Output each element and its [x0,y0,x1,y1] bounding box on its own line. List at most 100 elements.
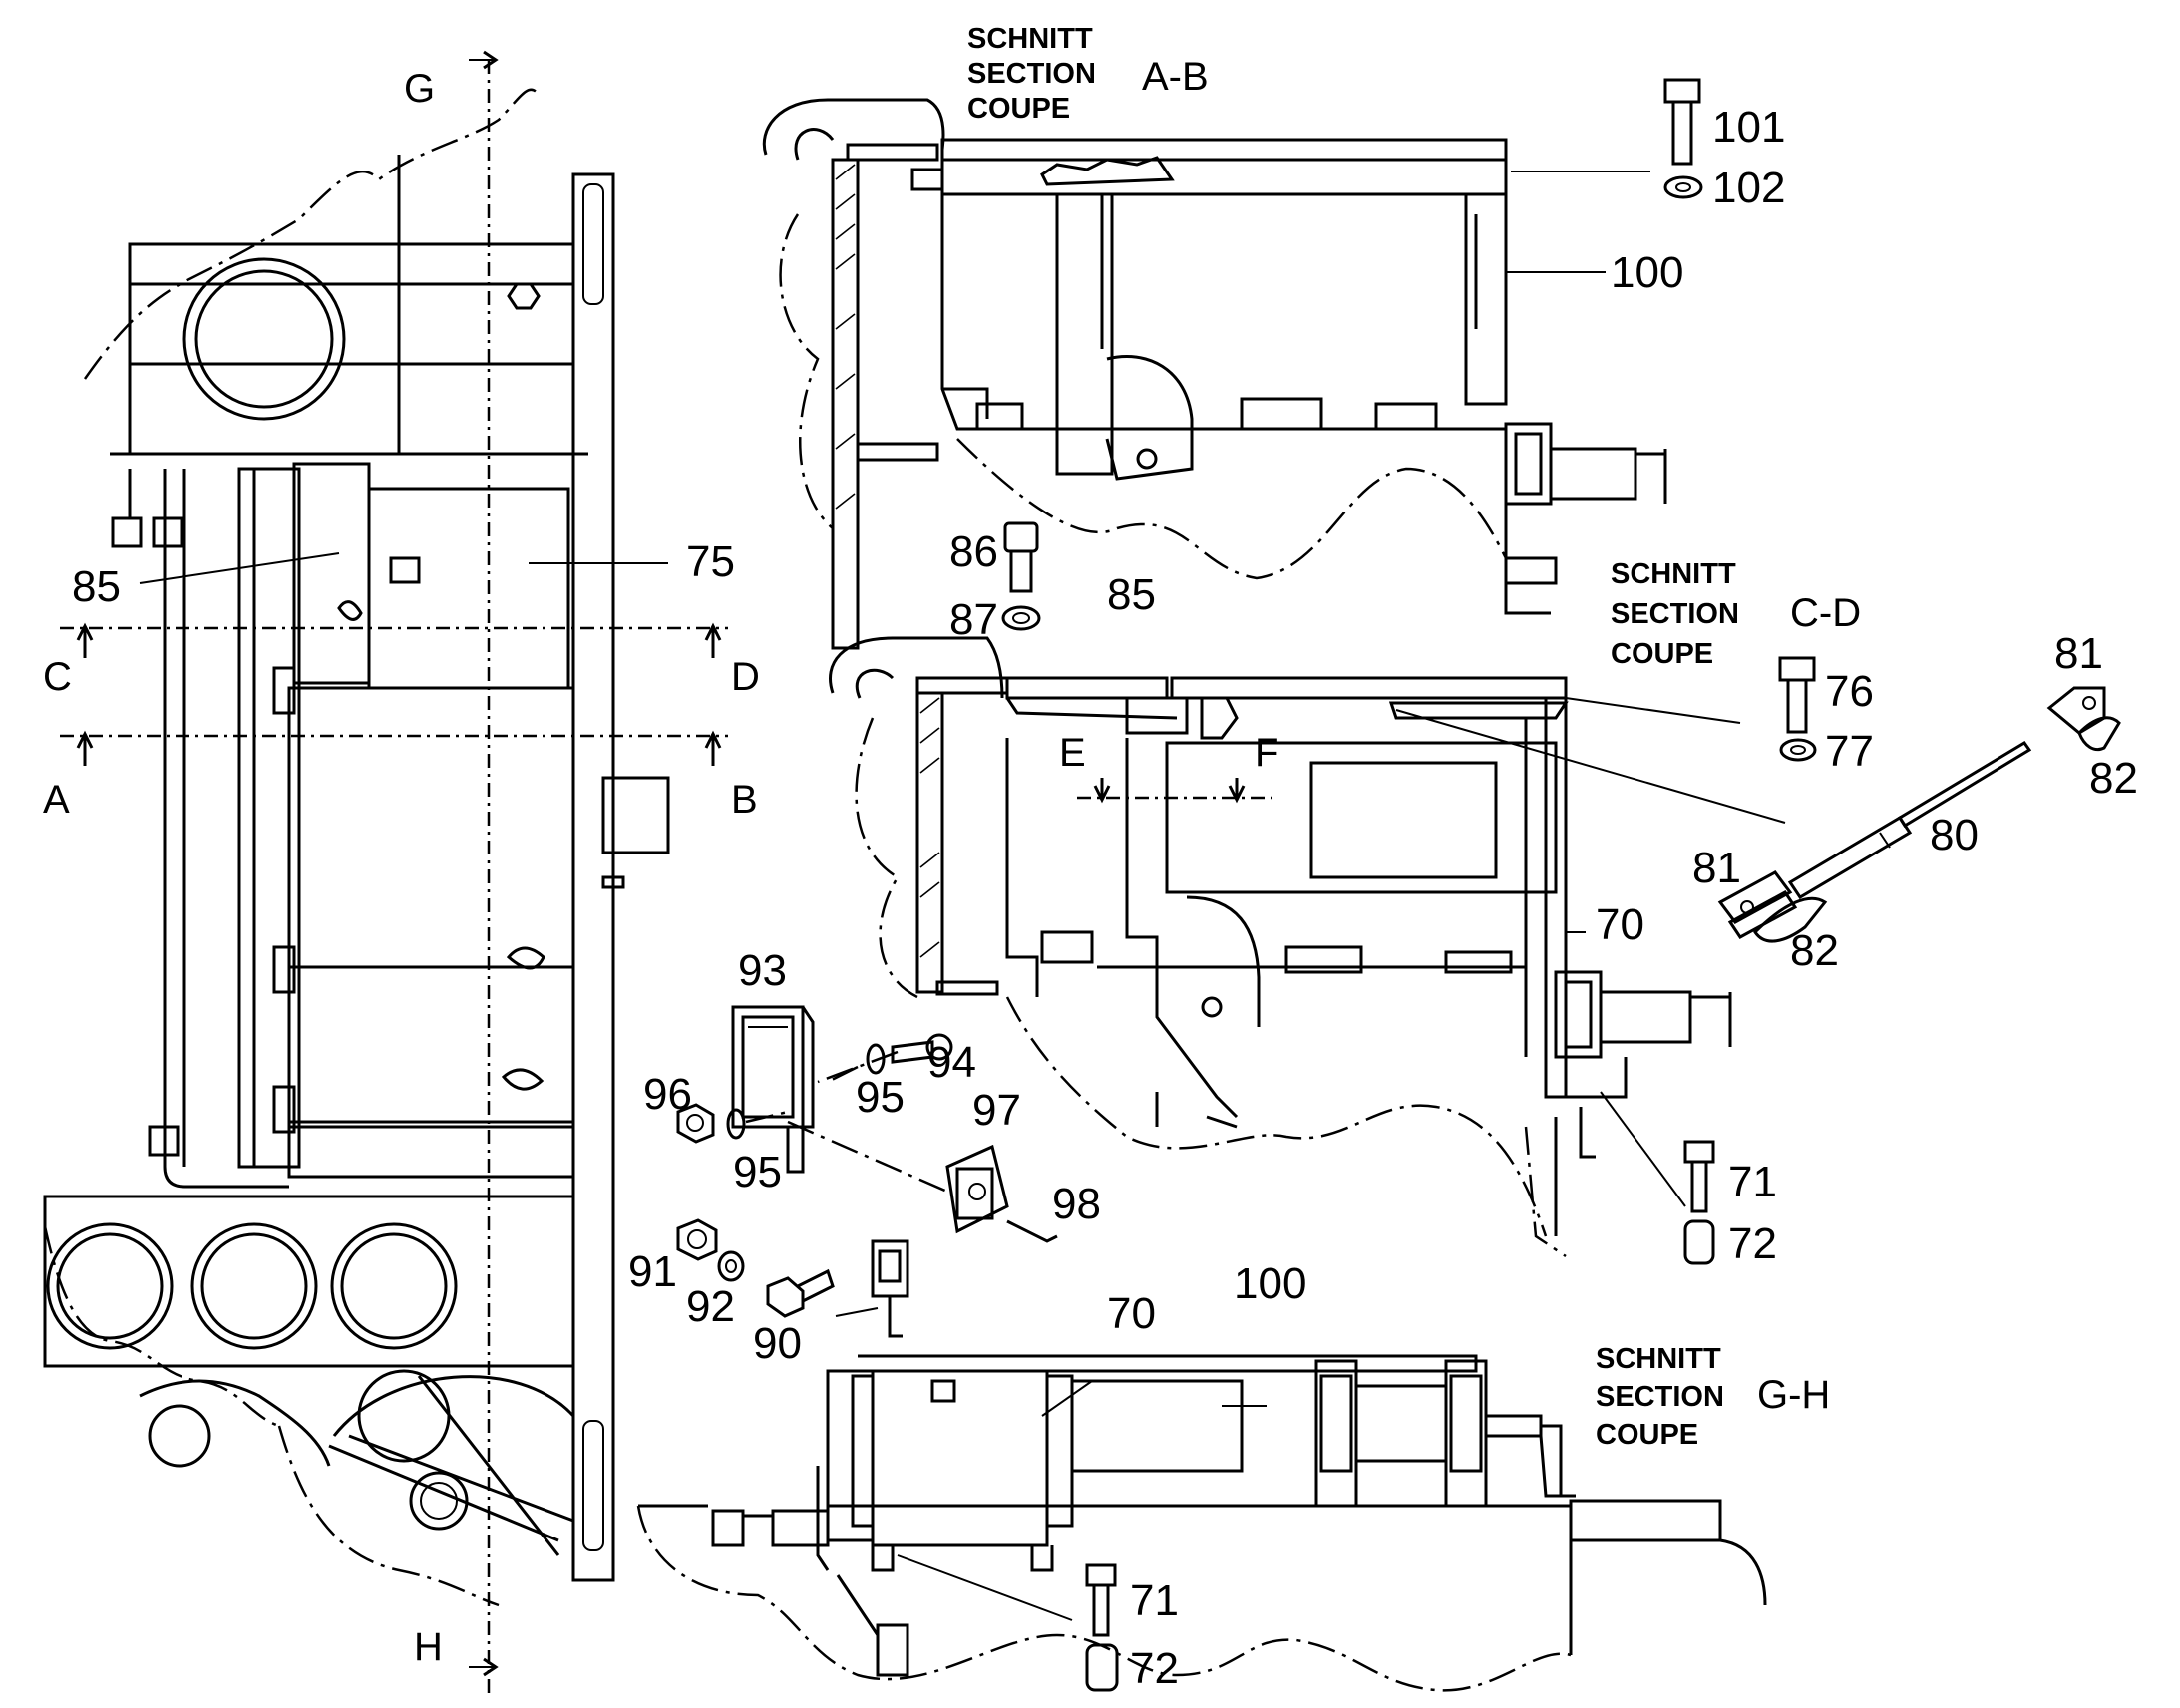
section-letter-a: A [43,778,70,822]
port-3 [330,1222,458,1350]
callout-91: 91 [628,1247,677,1296]
section-letter-g: G [404,67,435,111]
blower-opening [182,257,346,421]
clip-82-top [2077,716,2121,752]
latch-assembly [871,1239,909,1338]
section-letter-f: F [1255,731,1278,775]
break-line-top-left [83,88,541,380]
callout-70-cd: 70 [1596,900,1644,949]
panel-85 [292,462,371,685]
section-letter-b: B [731,778,758,822]
clevis-81-top [2046,686,2106,735]
callout-77: 77 [1825,727,1874,776]
hardware-parts [676,1005,1058,1338]
callout-81-top: 81 [2054,629,2103,678]
washer-95-b [726,1108,746,1140]
section-ab-id: A-B [1142,55,1209,99]
section-gh-id: G-H [1757,1373,1830,1417]
screw-86 [1003,521,1039,593]
callout-85-cd: 85 [1107,570,1156,619]
callout-87: 87 [949,595,998,644]
section-letter-d: D [731,655,760,699]
nut-96 [676,1103,715,1144]
callout-100-ab: 100 [1611,248,1683,297]
section-ab-line-2: SECTION [967,58,1096,90]
section-heading-gh: SCHNITT SECTION COUPE G-H [1596,1343,1830,1451]
washer-87 [1001,605,1041,631]
section-heading-ab: SCHNITT SECTION COUPE A-B [967,23,1209,125]
washer-102 [1663,175,1703,199]
bolt-94 [891,1033,953,1064]
cover-93 [731,1005,815,1129]
port-2 [190,1222,318,1350]
bracket-97 [945,1144,1009,1234]
callout-92: 92 [686,1282,735,1331]
callout-90: 90 [753,1319,802,1368]
washer-95-a [866,1043,886,1075]
cd-lid-85 [1005,676,1169,700]
section-cd-id: C-D [1790,591,1861,635]
section-gh-line-1: SCHNITT [1596,1343,1721,1375]
gas-strut-80 [1787,741,2032,900]
port-1 [46,1222,174,1350]
section-ab-view [762,78,1703,650]
ab-upper-frame [940,138,1508,196]
gh-box-70 [871,1369,1049,1547]
section-cd-line-3: COUPE [1611,638,1713,670]
section-letter-e: E [1059,731,1086,775]
ab-cover-100 [1464,192,1508,406]
callout-75: 75 [686,537,735,586]
callout-85-left: 85 [72,562,121,611]
nut-91 [676,1218,718,1261]
callout-82-top: 82 [2089,754,2138,803]
callout-100-gh: 100 [1234,1259,1306,1308]
lower-housing [43,1195,575,1368]
callout-71-cd: 71 [1728,1158,1777,1206]
section-gh-view [636,1354,1767,1692]
callout-70-gh: 70 [1107,1289,1156,1338]
callout-72-cd: 72 [1728,1219,1777,1268]
callout-95-b: 95 [733,1148,782,1196]
callout-95-a: 95 [856,1073,905,1122]
lower-panel-2 [287,965,575,1124]
clip-82-bottom [1753,896,1828,943]
bolt-76 [1778,656,1816,734]
panel-75 [367,487,570,690]
callout-98: 98 [1052,1180,1101,1228]
callout-94: 94 [927,1038,976,1087]
section-letter-c: C [43,655,72,699]
section-cd-view [829,636,2121,1265]
bolt-71-gh [1085,1563,1117,1637]
washer-77 [1779,738,1817,762]
lower-panel-1 [287,686,575,969]
section-cd-line-1: SCHNITT [1611,558,1736,590]
section-letter-h: H [414,1625,443,1669]
callout-72-gh: 72 [1130,1644,1179,1693]
callout-76: 76 [1825,667,1874,716]
clevis-81-bottom [1717,870,1798,939]
section-gh-line-2: SECTION [1596,1381,1724,1413]
callout-97: 97 [972,1086,1021,1135]
section-ab-line-3: COUPE [967,93,1070,125]
cd-upper-frame [1170,676,1568,700]
spacer-72-cd [1683,1219,1715,1265]
bolt-101 [1663,78,1701,166]
callout-82-bottom: 82 [1790,926,1839,975]
section-ab-line-1: SCHNITT [967,23,1093,55]
callout-93: 93 [738,946,787,995]
section-heading-cd: SCHNITT SECTION COUPE C-D [1611,558,1861,670]
lower-panel-3 [287,1120,575,1129]
callout-102: 102 [1712,164,1785,212]
callout-81-bottom: 81 [1692,844,1741,892]
section-gh-line-3: COUPE [1596,1419,1698,1451]
section-cd-line-2: SECTION [1611,598,1739,630]
bolt-71-cd [1683,1140,1715,1213]
pin-98 [1006,1219,1058,1243]
bolt-90 [766,1268,835,1318]
callout-96: 96 [643,1070,692,1119]
callout-101: 101 [1712,103,1785,152]
left-plan-view [43,50,728,1695]
callout-80: 80 [1930,811,1979,859]
spacer-72-gh [1085,1643,1119,1692]
